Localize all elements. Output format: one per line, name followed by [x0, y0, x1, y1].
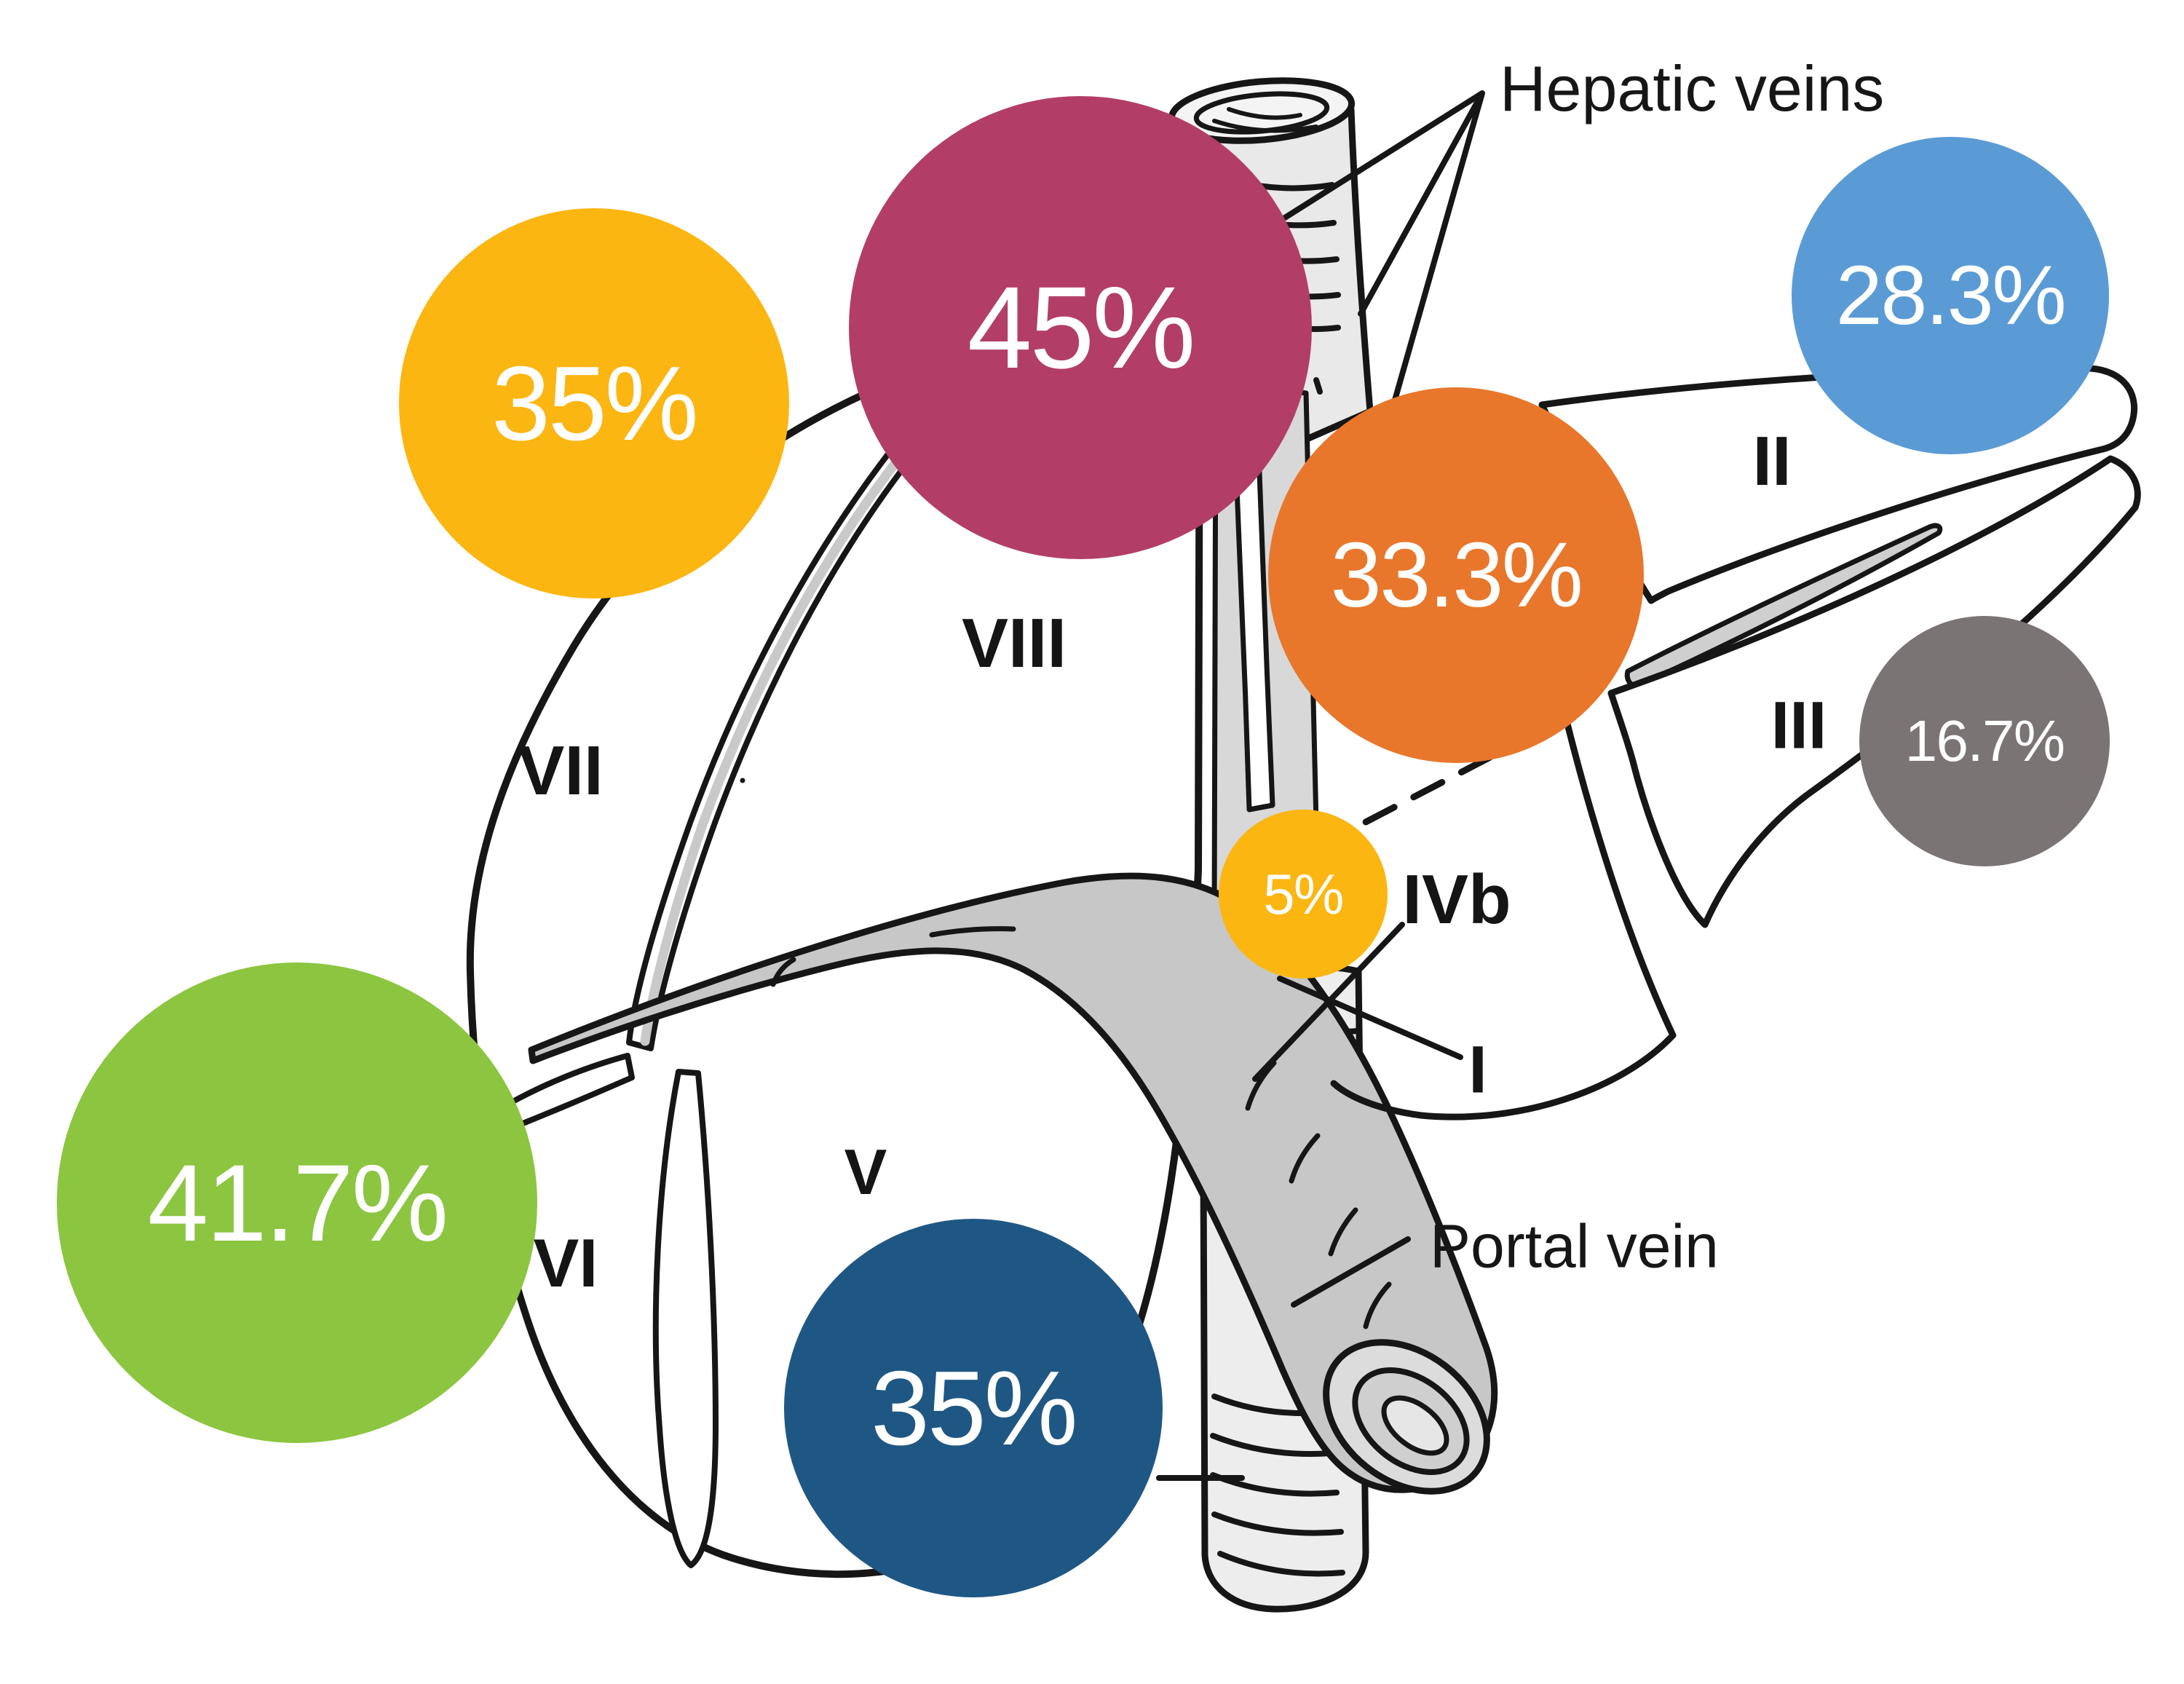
segment-label-ivb: IVb [1402, 861, 1511, 938]
bubble-segment-viii: 45% [849, 96, 1312, 559]
bubble-value: 35% [871, 1348, 1077, 1467]
bubble-segment-ii: 28.3% [1792, 137, 2109, 454]
segment-label-ii: II [1752, 422, 1792, 500]
portal-vein-cut-end-inner [1381, 1395, 1449, 1456]
bubble-value: 35% [491, 344, 698, 462]
bubble-value: 16.7% [1904, 708, 2065, 773]
bubble-segment-vi: 41.7% [57, 962, 537, 1443]
segment-label-iii: III [1770, 688, 1827, 763]
bubble-segment-iv: 33.3% [1268, 387, 1644, 763]
segment-iv-dashed-divider [1333, 729, 1541, 841]
vena-cava-opening-swirl [1212, 107, 1318, 133]
segment-label-vii: VII [518, 732, 604, 810]
segment-label-i: I [1468, 1032, 1487, 1107]
bubble-segment-iii: 16.7% [1859, 616, 2110, 866]
portal-vein-pointer-line [1291, 1236, 1411, 1308]
bubble-value: 28.3% [1835, 248, 2067, 342]
segment-ivb-pointer-line [1252, 922, 1405, 1082]
segment-label-vi: VI [533, 1225, 598, 1301]
bubble-value: 41.7% [147, 1142, 448, 1264]
segment-label-v: V [844, 1136, 887, 1208]
portal-vein-label: Portal vein [1430, 1211, 1719, 1281]
segment-i-pointer-line [1277, 976, 1463, 1060]
segment-v-vi-divider [652, 1069, 719, 1568]
portal-vein-hatching [740, 778, 1392, 1329]
bubble-value: 5% [1263, 862, 1344, 926]
segment-label-viii: VIII [961, 604, 1067, 682]
bubble-value: 33.3% [1330, 523, 1583, 626]
bubble-segment-vii: 35% [399, 208, 789, 598]
hepatic-veins-label: Hepatic veins [1500, 52, 1885, 124]
segment-ivb-boundary [1330, 711, 1677, 1120]
bubble-segment-ivb: 5% [1219, 810, 1388, 979]
hepatic-veins-pointer-lines [1276, 90, 1485, 406]
middle-hepatic-vein-groove [1230, 393, 1275, 813]
bubble-value: 45% [967, 262, 1196, 392]
right-hepatic-vein-groove-core [640, 403, 946, 1046]
bubble-segment-v: 35% [784, 1219, 1163, 1597]
